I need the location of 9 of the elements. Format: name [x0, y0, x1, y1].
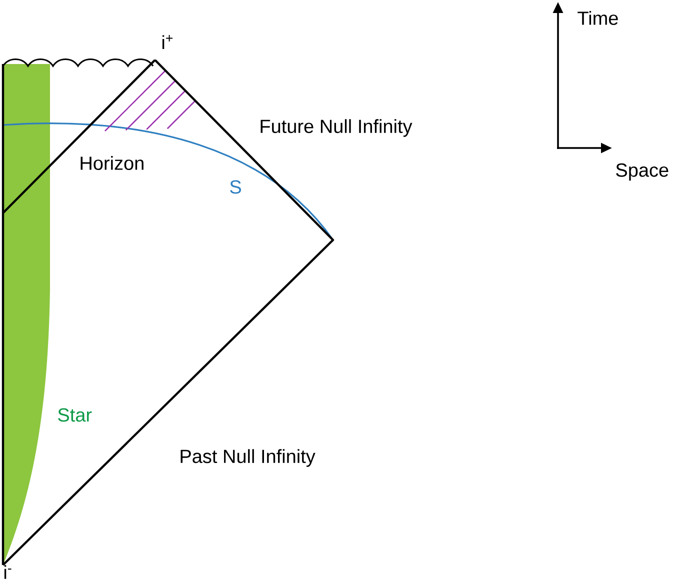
surface-label: S	[230, 180, 241, 194]
axis-label: Space	[616, 163, 668, 181]
star-label: Star	[58, 408, 92, 422]
axis-label: Time	[578, 11, 618, 25]
horizon-label: Horizon	[80, 156, 144, 170]
boundary-label: Future Null Infinity	[260, 119, 412, 137]
boundary-label: Past Null Infinity	[180, 449, 316, 467]
vertex-label: i$^{-}$	[4, 565, 12, 579]
vertex-label: i$^{+}$	[162, 35, 173, 49]
